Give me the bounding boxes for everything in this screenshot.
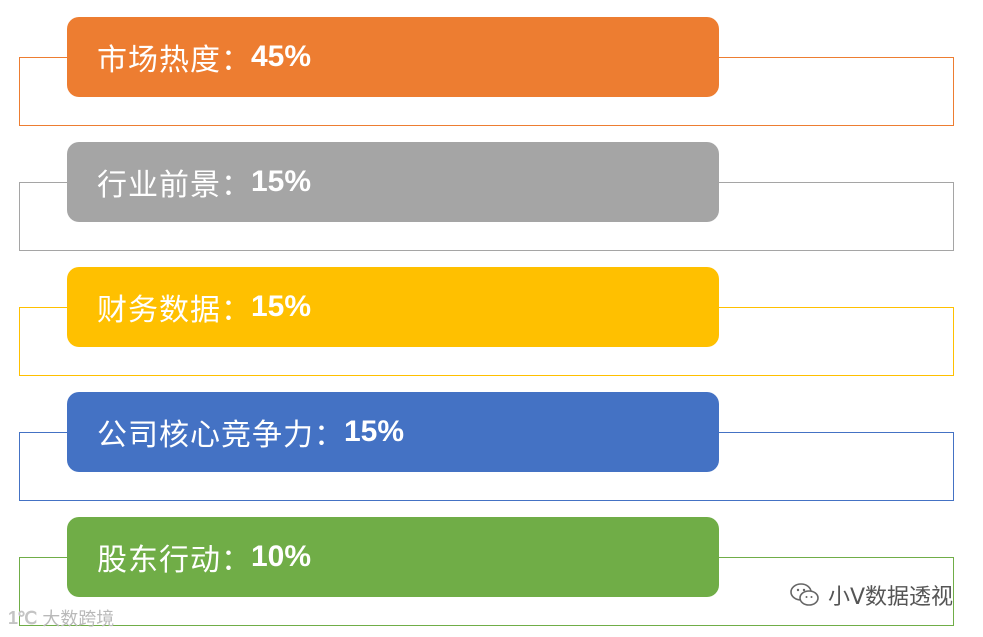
item-name: 股东行动 — [97, 543, 221, 578]
item-percent: 15% — [251, 290, 312, 323]
watermark-right-text: 小V数据透视 — [827, 585, 953, 610]
item-name: 市场热度 — [97, 43, 221, 78]
item-percent: 15% — [344, 415, 405, 448]
item-name: 公司核心竞争力 — [97, 418, 314, 453]
item-percent: 10% — [251, 540, 312, 573]
item-name: 行业前景 — [97, 168, 221, 203]
watermark-site: 1℃ 大数跨境 — [8, 604, 114, 632]
item-separator: ： — [221, 43, 251, 78]
item-name: 财务数据 — [97, 293, 221, 328]
item-separator: ： — [221, 293, 251, 328]
item-pill: 财务数据：15% — [67, 267, 719, 347]
item-percent: 15% — [251, 165, 312, 198]
item-percent: 45% — [251, 40, 312, 73]
item-pill: 股东行动：10% — [67, 517, 719, 597]
item-pill: 市场热度：45% — [67, 17, 719, 97]
item-separator: ： — [314, 418, 344, 453]
watermark-wechat: 小V数据透视 — [790, 578, 953, 612]
item-separator: ： — [221, 168, 251, 203]
wechat-icon — [790, 583, 819, 606]
item-separator: ： — [221, 543, 251, 578]
item-pill: 公司核心竞争力：15% — [67, 392, 719, 472]
site-logo: 1℃ — [8, 607, 37, 628]
item-pill: 行业前景：15% — [67, 142, 719, 222]
watermark-left-text: 大数跨境 — [42, 609, 115, 630]
